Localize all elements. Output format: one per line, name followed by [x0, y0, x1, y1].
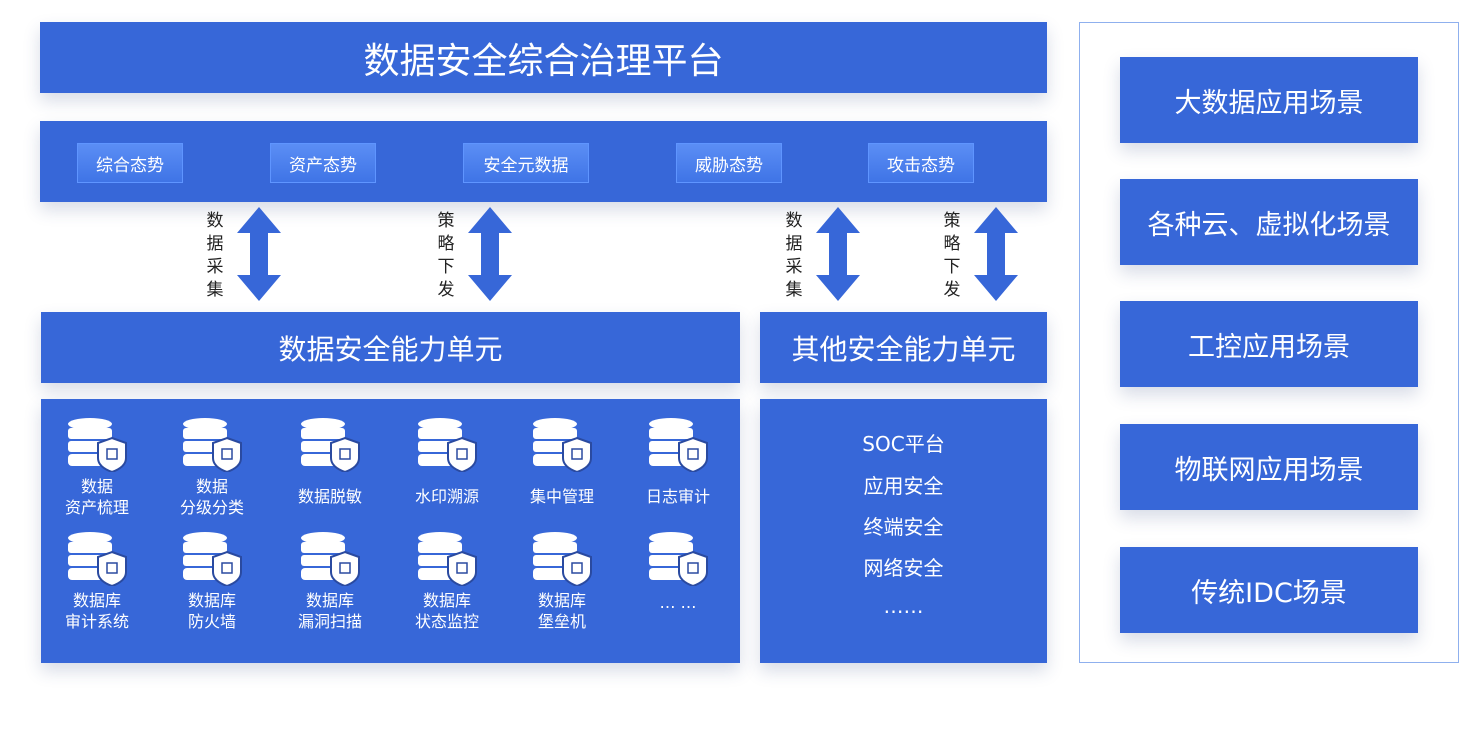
data-unit-body: [41, 399, 740, 663]
arrow-label: 数据采集: [785, 211, 803, 300]
item-label-line1: 数据: [195, 477, 228, 496]
item-label-line1: 数据脱敏: [297, 487, 362, 506]
database-classify-icon: [183, 418, 242, 472]
item-label-line1: 数据库: [187, 591, 236, 610]
database-log-icon: [649, 418, 708, 472]
arrow-label: 数据采集: [206, 211, 224, 300]
item-label-line1: 集中管理: [529, 487, 594, 506]
arrow-label: 策略下发: [943, 211, 961, 300]
capability-item[interactable]: 水印溯源: [392, 416, 502, 507]
database-network-icon: [533, 418, 592, 472]
capability-item[interactable]: 日志审计: [623, 416, 733, 507]
database-bastion-icon: [533, 532, 592, 586]
double-arrow-icon: [974, 207, 1018, 301]
capability-item[interactable]: 数据库 堡垒机: [507, 530, 617, 632]
item-label-line2: 状态监控: [414, 612, 479, 631]
item-label-line1: 数据库: [305, 591, 354, 610]
capability-item[interactable]: 数据库 状态监控: [392, 530, 502, 632]
scenario-panel: [1079, 22, 1459, 663]
capability-item[interactable]: 数据脱敏: [275, 416, 385, 507]
capability-item[interactable]: 集中管理: [507, 416, 617, 507]
tab-threat-situation[interactable]: 威胁态势: [676, 143, 782, 183]
scenario-box[interactable]: 各种云、虚拟化场景: [1120, 179, 1418, 265]
item-label-line1: 数据库: [537, 591, 586, 610]
other-capability-item[interactable]: 网络安全: [863, 556, 944, 580]
tab-asset-situation[interactable]: 资产态势: [270, 143, 376, 183]
capability-item[interactable]: … …: [623, 530, 733, 613]
other-capability-item[interactable]: 终端安全: [863, 515, 944, 539]
item-label-line1: 日志审计: [645, 487, 710, 506]
situation-bar: 综合态势 资产态势 安全元数据 威胁态势 攻击态势: [40, 121, 1047, 202]
item-label-line1: 数据库: [422, 591, 471, 610]
capability-item[interactable]: 数据库 漏洞扫描: [275, 530, 385, 632]
database-mask-icon: [301, 418, 360, 472]
tab-overall-situation[interactable]: 综合态势: [77, 143, 183, 183]
database-firewall-icon: [183, 532, 242, 586]
tab-attack-situation[interactable]: 攻击态势: [868, 143, 974, 183]
capability-item[interactable]: 数据 分级分类: [157, 416, 267, 518]
database-bug-icon: [301, 532, 360, 586]
other-capability-item[interactable]: 应用安全: [863, 474, 944, 498]
other-capability-item[interactable]: ……: [883, 594, 924, 618]
scenario-box[interactable]: 工控应用场景: [1120, 301, 1418, 387]
double-arrow-icon: [237, 207, 281, 301]
other-unit-header: 其他安全能力单元: [760, 312, 1047, 383]
tab-security-metadata[interactable]: 安全元数据: [463, 143, 589, 183]
scenario-box[interactable]: 大数据应用场景: [1120, 57, 1418, 143]
database-audit-icon: [68, 532, 127, 586]
item-label-line2: 审计系统: [64, 612, 129, 631]
item-label-line2: 堡垒机: [537, 612, 586, 631]
database-folder-icon: [68, 418, 127, 472]
capability-item[interactable]: 数据 资产梳理: [42, 416, 152, 518]
database-enterprise-icon: [649, 532, 708, 586]
item-label-line2: 漏洞扫描: [297, 612, 362, 631]
item-label-line2: 分级分类: [179, 498, 244, 517]
item-label-line1: 数据库: [72, 591, 121, 610]
other-unit-body: [760, 399, 1047, 663]
database-watermark-icon: [418, 418, 477, 472]
other-capability-item[interactable]: SOC平台: [862, 432, 945, 456]
arrow-label: 策略下发: [437, 211, 455, 300]
item-label-line2: 防火墙: [187, 612, 236, 631]
double-arrow-icon: [468, 207, 512, 301]
scenario-box[interactable]: 物联网应用场景: [1120, 424, 1418, 510]
scenario-box[interactable]: 传统IDC场景: [1120, 547, 1418, 633]
item-label-line1: 数据: [80, 477, 113, 496]
data-unit-header: 数据安全能力单元: [41, 312, 740, 383]
item-label-line1: … …: [659, 593, 697, 612]
capability-item[interactable]: 数据库 审计系统: [42, 530, 152, 632]
database-monitor-icon: [418, 532, 477, 586]
item-label-line1: 水印溯源: [414, 487, 479, 506]
platform-title: 数据安全综合治理平台: [40, 22, 1047, 93]
item-label-line2: 资产梳理: [64, 498, 129, 517]
capability-item[interactable]: 数据库 防火墙: [157, 530, 267, 632]
double-arrow-icon: [816, 207, 860, 301]
